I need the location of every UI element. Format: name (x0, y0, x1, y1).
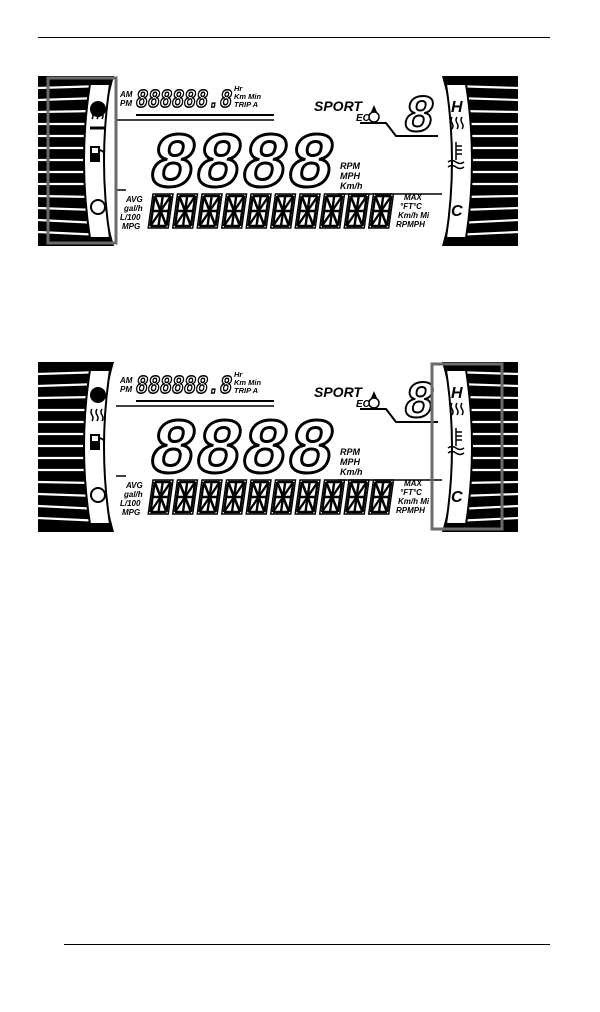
clock-unit-trip: TRIP A (234, 386, 258, 395)
alpha-segment-cell (147, 193, 174, 229)
alpha-segment-cell (220, 193, 248, 229)
highlight-box-left (46, 76, 118, 245)
main-unit-rpm: RPM (340, 447, 361, 457)
clock-pm-label: PM (120, 99, 132, 108)
temp-hot-label: H (451, 99, 463, 116)
alpha-segment-cell (367, 193, 395, 229)
alpha-segment-cell (318, 193, 346, 229)
main-unit-kmh: Km/h (340, 467, 363, 477)
alpha-segment-cell (343, 479, 370, 515)
gear-digit: 8 (404, 88, 434, 147)
label-l100: L/100 (120, 499, 141, 508)
alpha-segment-cell (294, 193, 321, 229)
alpha-segment-cell (294, 479, 321, 515)
alpha-segment-cell (147, 479, 174, 515)
label-avg: AVG (125, 195, 143, 204)
alpha-segment-cell (196, 193, 223, 229)
clock-unit-km-min: Km Min (234, 378, 262, 387)
alpha-segment-cell (269, 193, 297, 229)
footer-rule (64, 944, 550, 945)
alphanumeric-segment-row (147, 193, 395, 229)
oil-warning-icon (90, 387, 106, 403)
main-unit-rpm: RPM (340, 161, 361, 171)
label-rpmph: RPMPH (396, 220, 425, 229)
header-rule (38, 37, 550, 38)
clock-digits: 888888.8 (136, 85, 232, 115)
sport-mode-label: SPORT (314, 384, 363, 400)
fuel-pump-icon (90, 146, 105, 162)
temp-cold-label: C (451, 203, 463, 220)
main-unit-kmh: Km/h (340, 181, 363, 191)
eco-gear-connector (360, 408, 438, 423)
dashboard-display-panel-2: H C AM PM 888888.8 Hr Km Min TRIP A SPOR… (38, 362, 518, 532)
eco-label: EC (356, 113, 371, 124)
alpha-segment-cell (245, 479, 272, 515)
clock-digits: 888888.8 (136, 371, 232, 401)
clock-pm-label: PM (120, 385, 132, 394)
label-galh: gal/h (123, 204, 143, 213)
coolant-heat-icon (90, 408, 104, 422)
label-avg: AVG (125, 481, 143, 490)
temp-hot-label: H (451, 385, 463, 402)
clock-unit-km-min: Km Min (234, 92, 262, 101)
label-l100: L/100 (120, 213, 141, 222)
highlight-box-right (430, 362, 504, 531)
label-max: MAX (404, 479, 422, 488)
label-temp-units: °FT°C (400, 202, 422, 211)
clock-unit-trip: TRIP A (234, 100, 258, 109)
eco-leaf-icon (368, 105, 380, 123)
eco-label: EC (356, 399, 371, 410)
label-rpmph: RPMPH (396, 506, 425, 515)
temp-cold-label: C (451, 489, 463, 506)
fuel-pump-icon (90, 434, 105, 450)
label-galh: gal/h (123, 490, 143, 499)
sport-mode-label: SPORT (314, 98, 363, 114)
main-unit-mph: MPH (340, 171, 361, 181)
dashboard-display-panel-1: H C AM PM 888888.8 Hr Km Min TRIP A SPOR… (38, 76, 518, 246)
clock-am-label: AM (119, 90, 133, 99)
low-indicator-icon (90, 487, 106, 503)
label-max: MAX (404, 193, 422, 202)
eco-gear-connector (360, 122, 438, 137)
gear-digit: 8 (404, 374, 434, 433)
alpha-segment-cell (171, 193, 199, 229)
alpha-segment-cell (367, 479, 395, 515)
label-speed-units: Km/h Mi (398, 211, 430, 220)
alpha-segment-cell (318, 479, 346, 515)
eco-leaf-icon (368, 391, 380, 409)
alpha-segment-cell (171, 479, 199, 515)
clock-unit-hr: Hr (234, 84, 243, 93)
low-indicator-icon (90, 199, 106, 215)
coolant-heat-icon (90, 106, 106, 130)
alpha-segment-cell (245, 193, 272, 229)
label-mpg: MPG (122, 222, 140, 231)
left-gauge-wing (38, 362, 114, 532)
alpha-segment-cell (343, 193, 370, 229)
clock-unit-hr: Hr (234, 370, 243, 379)
coolant-temp-icon (447, 116, 465, 170)
clock-am-label: AM (119, 376, 133, 385)
label-speed-units: Km/h Mi (398, 497, 430, 506)
alpha-segment-cell (220, 479, 248, 515)
label-temp-units: °FT°C (400, 488, 422, 497)
coolant-temp-icon (447, 402, 465, 456)
alpha-segment-cell (269, 479, 297, 515)
alpha-segment-cell (196, 479, 223, 515)
alphanumeric-segment-row (147, 479, 395, 515)
main-unit-mph: MPH (340, 457, 361, 467)
label-mpg: MPG (122, 508, 140, 517)
